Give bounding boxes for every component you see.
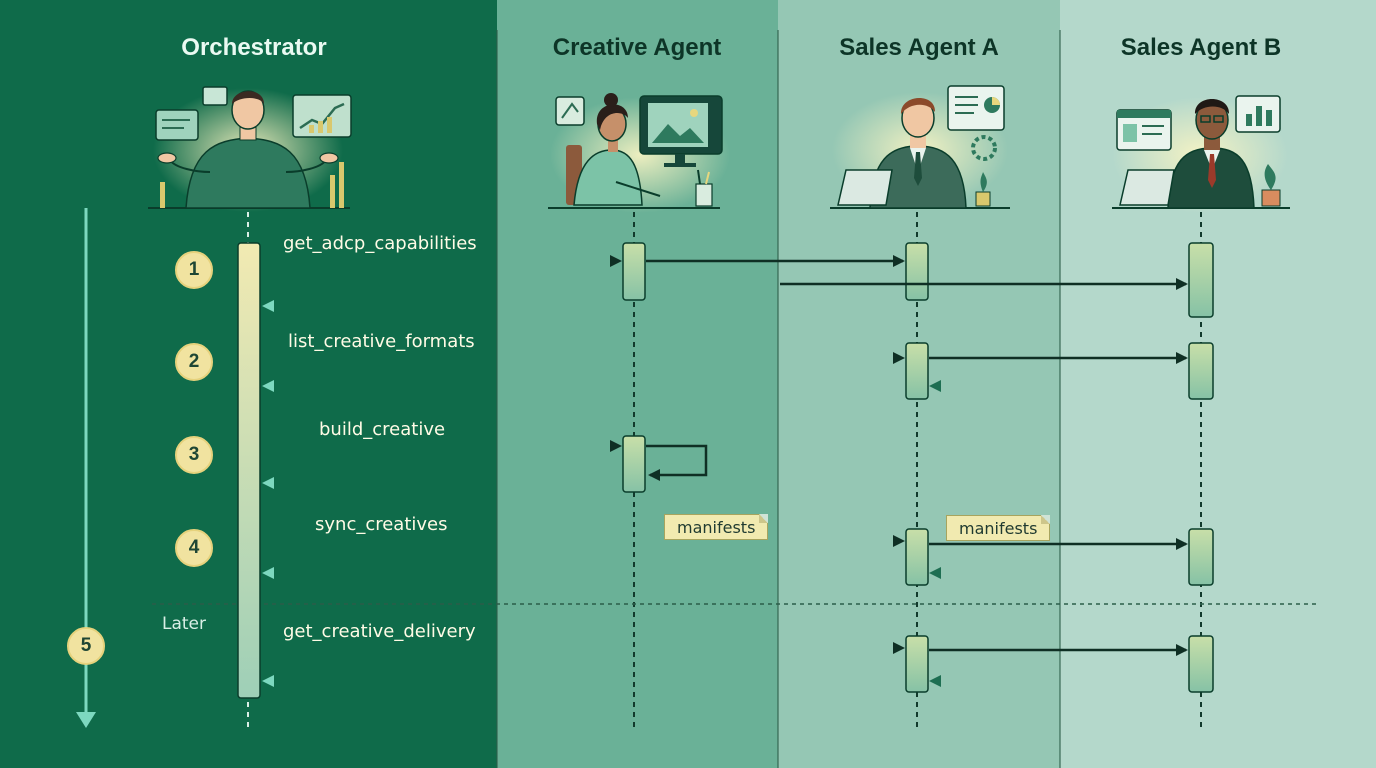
creative-agent-avatar-icon (548, 93, 730, 213)
step-4-badge: 4 (175, 529, 213, 567)
orchestrator-activation (237, 242, 261, 699)
lane-divider (1059, 30, 1061, 768)
sales-agent-b-avatar-icon (1112, 95, 1290, 213)
creative-agent-title: Creative Agent (552, 34, 722, 61)
orchestrator-avatar-icon (148, 86, 352, 212)
step-5-label: get_creative_delivery (283, 621, 476, 642)
step-3-badge: 3 (175, 436, 213, 474)
step-1-badge: 1 (175, 251, 213, 289)
step-1-label: get_adcp_capabilities (283, 233, 477, 254)
manifests-note: manifests (946, 515, 1051, 541)
self-call-arrow (646, 444, 708, 481)
sales-b-activation (1188, 342, 1214, 400)
step-2-badge: 2 (175, 343, 213, 381)
step-5-badge: 5 (67, 627, 105, 665)
later-label: Later (162, 614, 207, 634)
lane-divider (777, 30, 779, 768)
creative-activation (622, 435, 646, 493)
lane-divider (496, 30, 498, 768)
sales-b-activation (1188, 528, 1214, 586)
sales-a-activation (905, 635, 929, 693)
creative-activation (622, 242, 646, 301)
step-2-label: list_creative_formats (288, 331, 475, 352)
step-3-label: build_creative (319, 419, 446, 440)
manifests-note: manifests (664, 514, 769, 540)
sales-agent-a-title: Sales Agent A (839, 34, 999, 61)
step-4-label: sync_creatives (315, 514, 448, 535)
sales-b-activation (1188, 242, 1214, 318)
sales-a-activation (905, 242, 929, 301)
sales-a-activation (905, 528, 929, 586)
orchestrator-title: Orchestrator (181, 34, 327, 61)
sales-b-activation (1188, 635, 1214, 693)
sales-agent-b-title: Sales Agent B (1120, 34, 1282, 61)
sales-agent-a-avatar-icon (830, 85, 1010, 209)
sales-a-activation (905, 342, 929, 400)
lifelines (247, 212, 1202, 730)
